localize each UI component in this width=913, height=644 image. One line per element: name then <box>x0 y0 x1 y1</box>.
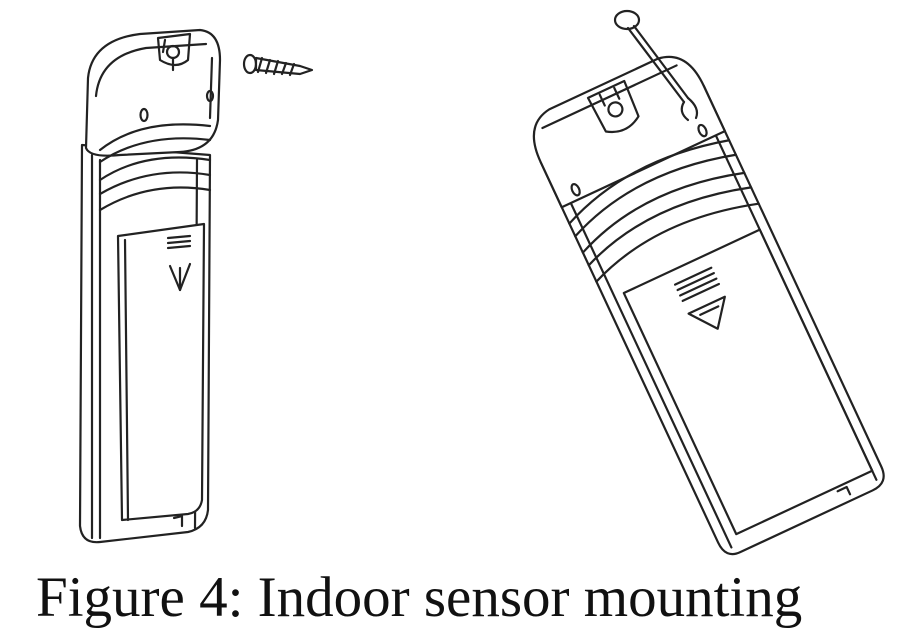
sensor-hanging-mount <box>522 11 889 559</box>
figure-illustration <box>0 0 913 560</box>
hanging-loop-icon <box>615 11 697 120</box>
figure-caption: Figure 4: Indoor sensor mounting <box>36 566 803 629</box>
keyhole-slot-icon <box>158 34 190 70</box>
battery-door <box>118 224 204 520</box>
sensor-top-cap <box>86 30 220 156</box>
vent-grille-icon <box>168 236 190 248</box>
arrow-down-icon <box>689 297 736 337</box>
screw-icon <box>244 55 312 75</box>
battery-door <box>624 230 872 534</box>
vent-grille-icon <box>675 268 719 301</box>
sensor-screw-mount <box>80 30 220 542</box>
arrow-down-icon <box>170 264 190 290</box>
keyhole-slot-icon <box>588 81 643 138</box>
